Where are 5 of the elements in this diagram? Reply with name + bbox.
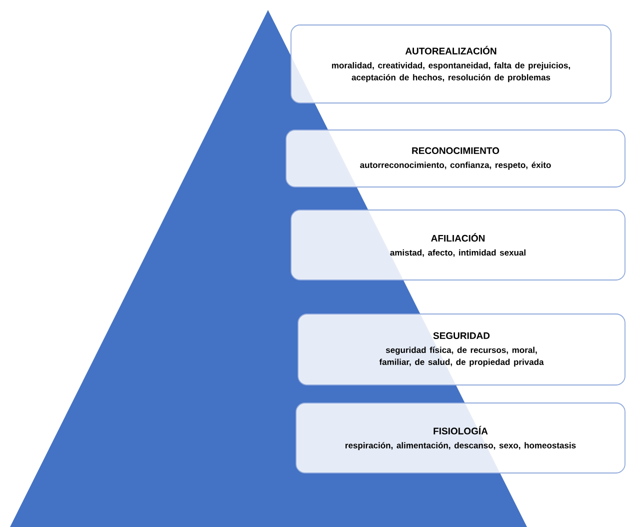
level-box: AFILIACIÓN amistad, afecto, intimidad sexual — [290, 210, 626, 280]
level-box: FISIOLOGÍA respiración, alimentación, descanso, sexo, homeostasis — [296, 402, 626, 474]
level-box: RECONOCIMIENTO autorreconocimiento, confianza, respeto, éxito — [286, 130, 626, 188]
level-box: SEGURIDAD seguridad física, de recursos, moral, familiar, de salud, de propiedad privada — [298, 314, 626, 386]
level-box: AUTOREALIZACIÓN moralidad, creatividad, espontaneidad, falta de prejuicios, aceptación de hechos, resolución de problemas — [290, 24, 612, 104]
